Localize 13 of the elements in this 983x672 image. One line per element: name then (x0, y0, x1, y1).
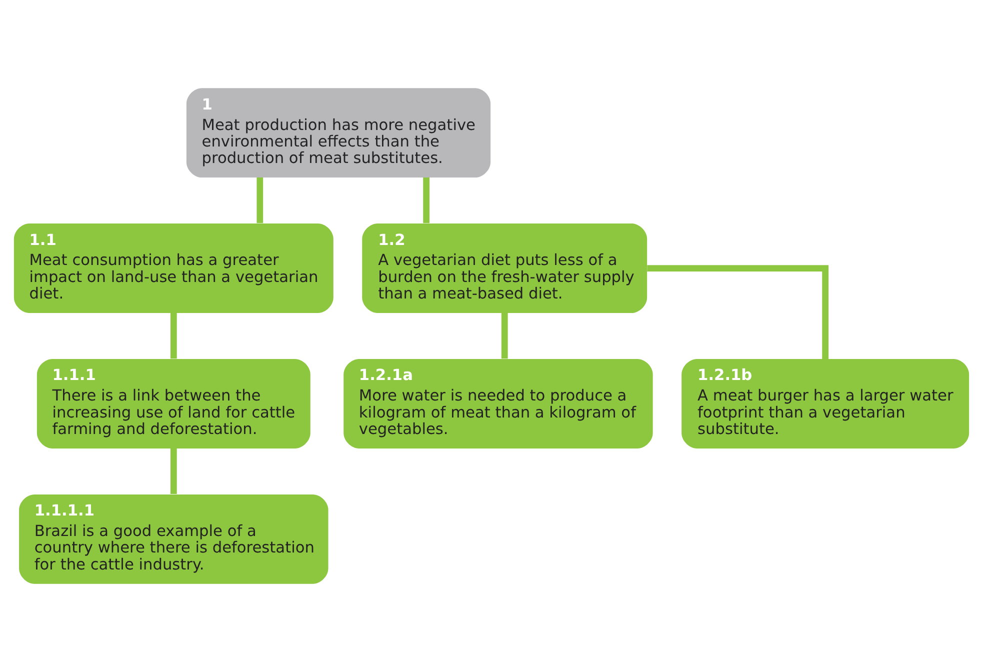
node-box: 1.2 A vegetarian diet puts less of a burden on the fresh-water supply than a meat-based diet. (362, 224, 648, 313)
node-box: 1 Meat production has more negative environmental effects than the production of meat substitutes. (186, 88, 491, 178)
connector (256, 178, 264, 224)
connector (501, 313, 508, 359)
node-box: 1.1 Meat consumption has a greater impact on land-use than a vegetarian diet. (14, 224, 334, 313)
connector (423, 178, 430, 224)
connector (170, 313, 177, 359)
node-box: 1.1.1 There is a link between the increasing use of land for cattle farming and deforestation. (36, 359, 310, 448)
node-box: 1.1.1.1 Brazil is a good example of a country where there is deforestation for the cattle industry. (19, 494, 328, 584)
connector (170, 448, 177, 494)
node-box: 1.2.1b A meat burger has a larger water footprint than a vegetarian substitute. (682, 359, 970, 448)
connector (647, 265, 829, 359)
node-box: 1.2.1a More water is needed to produce a kilogram of meat than a kilogram of vegetables. (344, 359, 653, 448)
